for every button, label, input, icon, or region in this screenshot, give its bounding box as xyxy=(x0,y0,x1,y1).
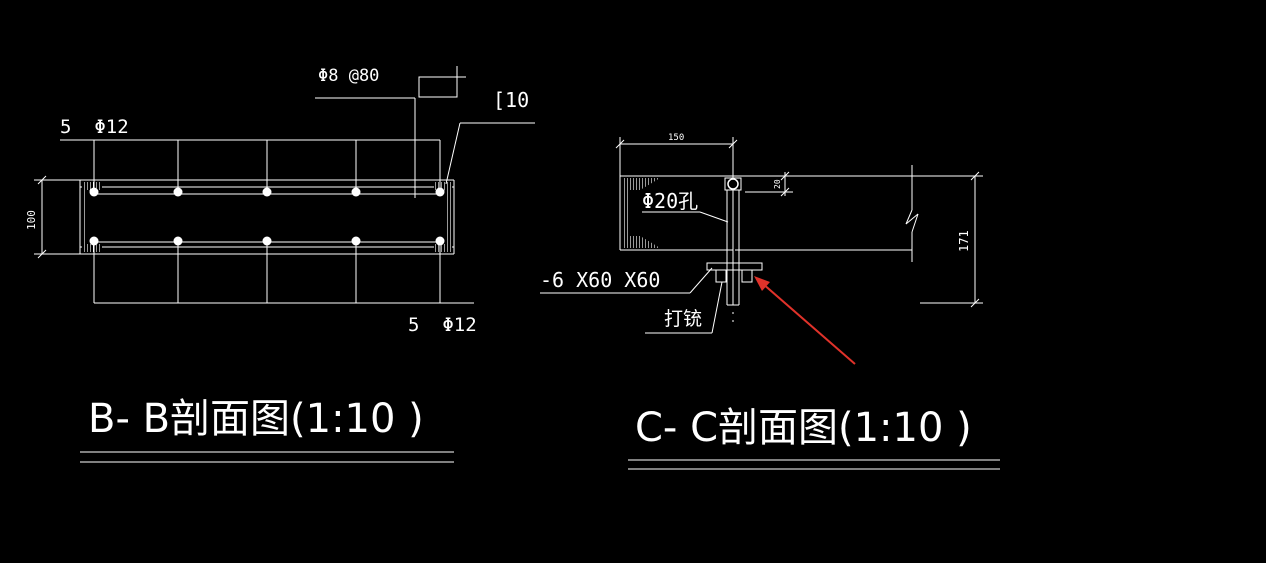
plate-leader xyxy=(540,267,713,294)
dim-offset-text: 20 xyxy=(773,179,782,189)
label-plate: -6 X60 X60 xyxy=(540,268,660,292)
bottom-bar-leaders xyxy=(93,241,474,304)
rebar-bottom-5 xyxy=(435,236,445,246)
bolt xyxy=(724,177,742,324)
stirrup-leader xyxy=(315,97,416,198)
dim-height-text: 171 xyxy=(957,230,971,252)
channel-hatch-left-bottom xyxy=(82,244,102,252)
section-cc-title: C- C剖面图(1:10 ) xyxy=(635,405,972,451)
rebar-top-4 xyxy=(351,187,361,197)
dim-height-100: 100 xyxy=(25,175,80,259)
rebar-top-3 xyxy=(262,187,272,197)
bolt-head xyxy=(727,178,739,190)
cc-channel-hatch-top xyxy=(622,178,660,190)
rebar-top-2 xyxy=(173,187,183,197)
dim-height-171: 171 xyxy=(957,171,980,308)
label-bottom-bars: 5 Φ12 xyxy=(408,314,477,336)
cc-beam-outline xyxy=(619,165,983,304)
dim-width-text: 150 xyxy=(668,133,684,143)
bearing-plate xyxy=(706,262,763,283)
cc-channel-hatch-web xyxy=(622,178,630,248)
channel-leader xyxy=(445,122,535,185)
label-stirrup: Φ8 @80 xyxy=(318,66,379,86)
section-bb: 100 xyxy=(25,66,535,463)
hole-leader xyxy=(642,211,729,223)
dim-offset-20: 20 xyxy=(745,171,793,197)
channel-hatch-left-top xyxy=(82,182,102,190)
rebar-bottom-1 xyxy=(89,236,99,246)
channel-hatch-right-top xyxy=(434,182,452,190)
rebar-bottom-2 xyxy=(173,236,183,246)
label-top-bars: 5 Φ12 xyxy=(60,116,129,138)
note-box xyxy=(418,66,466,98)
channel-hatch-right-web xyxy=(447,182,452,252)
section-bb-title: B- B剖面图(1:10 ) xyxy=(88,396,424,442)
dim-width-150: 150 xyxy=(615,133,738,178)
rebar-dots xyxy=(89,187,445,246)
dim-height-text: 100 xyxy=(25,210,38,230)
section-cc: 150 20 xyxy=(540,133,1000,470)
channel-hatch-left-web xyxy=(82,182,87,252)
top-bar-leaders xyxy=(60,139,441,192)
label-hole: Φ20孔 xyxy=(642,189,698,213)
label-channel: [10 xyxy=(493,88,529,112)
rebar-bottom-4 xyxy=(351,236,361,246)
red-arrow-annotation xyxy=(754,276,856,365)
label-weld: 打铳 xyxy=(664,308,702,330)
rebar-top-1 xyxy=(89,187,99,197)
weld-leader xyxy=(645,281,723,334)
cc-channel-hatch-bottom xyxy=(622,236,660,248)
channel-hatch-right-bottom xyxy=(434,244,452,252)
rebar-top-5 xyxy=(435,187,445,197)
rebar-bottom-3 xyxy=(262,236,272,246)
